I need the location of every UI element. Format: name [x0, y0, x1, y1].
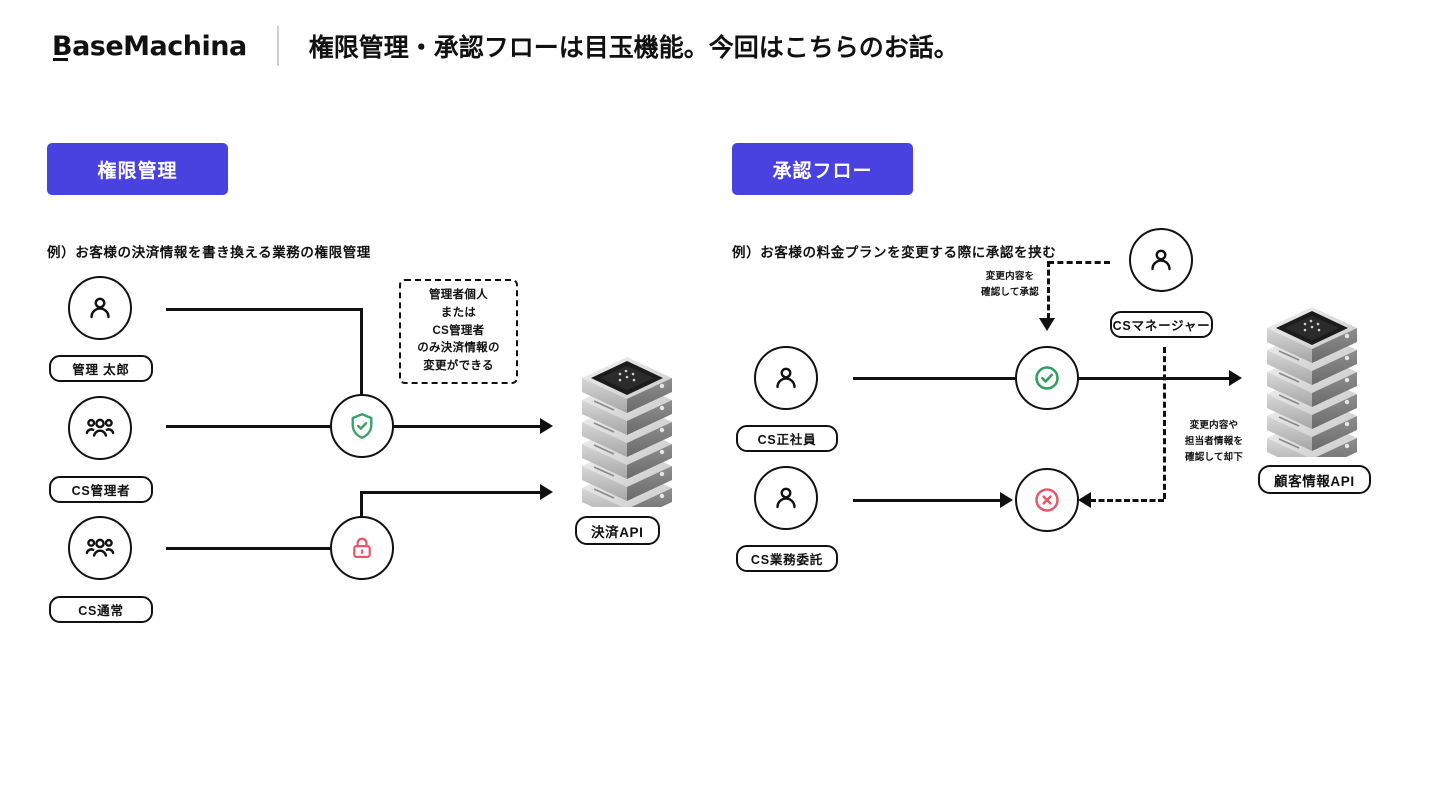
section-badge-permissions: 権限管理 — [47, 143, 228, 195]
note-line: 変更ができる — [423, 360, 494, 373]
logo-underline-accent — [53, 57, 68, 61]
dashed-reject-horizontal — [1090, 499, 1164, 502]
server-label-customer-api: 顧客情報API — [1258, 465, 1371, 494]
connector-csnormal-horizontal — [166, 547, 334, 550]
actor-avatar — [68, 516, 132, 580]
annotation-line: 担当者情報を — [1184, 436, 1244, 448]
connector-approve-to-server — [1079, 377, 1231, 380]
note-line: 管理者個人 — [429, 288, 488, 301]
arrow-manager-approve — [1039, 318, 1055, 331]
user-icon — [776, 367, 796, 389]
shield-check-icon — [351, 413, 373, 439]
arrow-allow-to-server — [540, 418, 553, 434]
pill-text: CS正社員 — [757, 433, 817, 447]
connector-csmanager-horizontal — [166, 425, 334, 428]
connector-admin-horizontal — [166, 308, 362, 311]
deny-gate[interactable] — [330, 516, 394, 580]
server-customer-api — [1265, 307, 1360, 457]
lock-icon — [353, 537, 371, 558]
annotation-line: 変更内容や — [1189, 420, 1239, 431]
arrow-approve-to-server — [1229, 370, 1242, 386]
badge-label: 承認フロー — [772, 160, 873, 182]
actor-label-cs-normal-role: CS通常 — [49, 596, 153, 623]
badge-label: 権限管理 — [97, 160, 178, 182]
approve-annotation: 変更内容を 確認して承認 — [970, 269, 1050, 301]
connector-fulltime-to-approve — [853, 377, 1021, 380]
connector-allow-to-server — [394, 425, 542, 428]
actor-avatar — [754, 466, 818, 530]
connector-contractor-to-reject — [853, 499, 1005, 502]
annotation-line: 確認して却下 — [1185, 452, 1243, 464]
pill-text: CS通常 — [78, 604, 124, 618]
actor-avatar — [1129, 228, 1193, 292]
note-line: または — [440, 306, 477, 319]
user-icon — [1151, 249, 1171, 271]
reject-gate[interactable] — [1015, 468, 1079, 532]
actor-avatar — [68, 276, 132, 340]
server-label-payment-api: 決済API — [575, 516, 660, 545]
section-badge-approval: 承認フロー — [732, 143, 913, 195]
dashed-manager-to-approve-h — [1048, 261, 1110, 264]
connector-deny-vertical — [360, 491, 363, 521]
pill-text: CSマネージャー — [1112, 319, 1211, 333]
actor-cs-fulltime[interactable] — [754, 346, 818, 410]
pill-text: CS業務委託 — [750, 553, 824, 567]
logo-text: BaseMachina — [52, 30, 247, 62]
reject-annotation: 変更内容や 担当者情報を 確認して却下 — [1173, 418, 1255, 466]
actor-label-cs-contractor: CS業務委託 — [736, 545, 838, 572]
actor-label-cs-manager-role: CS管理者 — [49, 476, 153, 503]
connector-deny-to-server — [360, 491, 542, 494]
right-section-caption: 例）お客様の料金プランを変更する際に承認を挟む — [732, 245, 1057, 260]
actor-admin-taro[interactable] — [68, 276, 132, 340]
header-divider — [276, 26, 279, 66]
dashed-manager-to-approve-v — [1047, 261, 1050, 319]
arrow-deny-to-server — [540, 484, 553, 500]
left-section-caption: 例）お客様の決済情報を書き換える業務の権限管理 — [47, 245, 371, 260]
arrow-reject — [1078, 492, 1091, 508]
actor-cs-contractor[interactable] — [754, 466, 818, 530]
user-icon — [776, 487, 796, 509]
x-circle-icon — [1035, 488, 1059, 512]
dashed-reject-vertical — [1163, 347, 1166, 499]
actor-avatar — [754, 346, 818, 410]
actor-label-cs-manager: CSマネージャー — [1110, 311, 1213, 338]
annotation-line: 変更内容を — [985, 271, 1035, 282]
server-label-text: 顧客情報API — [1274, 473, 1355, 489]
arrow-contractor-to-reject — [1000, 492, 1013, 508]
actor-label-cs-fulltime: CS正社員 — [736, 425, 838, 452]
connector-admin-vertical — [360, 308, 363, 418]
basemachina-logo: BaseMachina — [52, 31, 247, 62]
actor-avatar — [68, 396, 132, 460]
actor-cs-manager-role[interactable] — [68, 396, 132, 460]
pill-text: CS管理者 — [71, 484, 131, 498]
server-stack-icon — [1267, 307, 1357, 457]
slide-header: BaseMachina 権限管理・承認フローは目玉機能。今回はこちらのお話。 — [52, 22, 959, 70]
server-label-text: 決済API — [591, 524, 644, 540]
page-title: 権限管理・承認フローは目玉機能。今回はこちらのお話。 — [308, 34, 959, 62]
users-icon — [85, 538, 115, 557]
allow-gate[interactable] — [330, 394, 394, 458]
note-line: のみ決済情報の — [417, 342, 500, 355]
server-payment-api — [580, 357, 675, 507]
check-circle-icon — [1035, 366, 1059, 390]
actor-cs-normal-role[interactable] — [68, 516, 132, 580]
server-stack-icon — [582, 357, 672, 507]
note-line: CS管理者 — [432, 324, 485, 337]
pill-text: 管理 太郎 — [72, 363, 130, 377]
users-icon — [85, 418, 115, 437]
actor-label-admin-taro: 管理 太郎 — [49, 355, 153, 382]
user-icon — [90, 297, 110, 319]
approve-gate[interactable] — [1015, 346, 1079, 410]
actor-cs-manager[interactable] — [1129, 228, 1193, 292]
permission-note-box: 管理者個人 または CS管理者 のみ決済情報の 変更ができる — [399, 279, 518, 384]
annotation-line: 確認して承認 — [981, 287, 1039, 299]
